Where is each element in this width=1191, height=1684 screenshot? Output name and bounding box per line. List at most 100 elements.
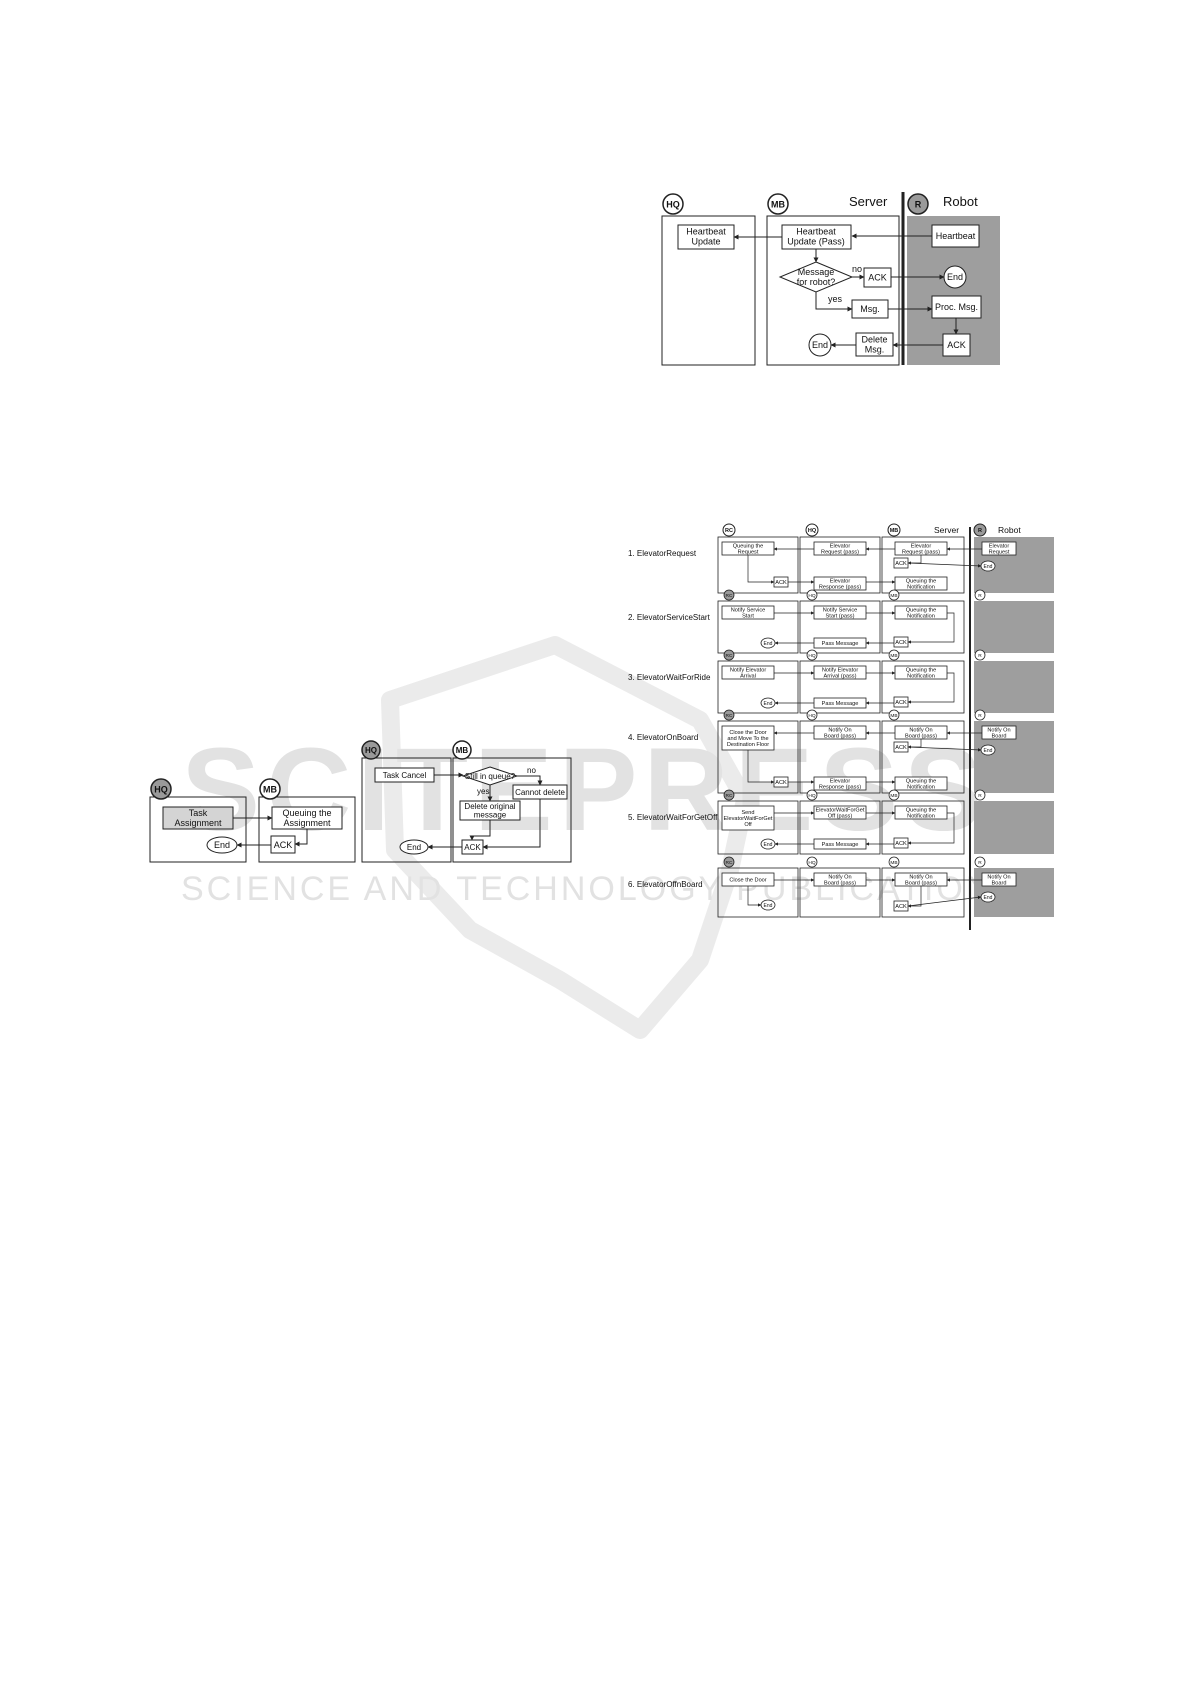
arrow-mb-to-ack: [907, 612, 955, 644]
r-badge: [974, 589, 986, 601]
robot-title: Robot: [943, 194, 978, 209]
mb-badge-label: MB: [263, 785, 277, 795]
mb-end-label: End: [812, 340, 828, 350]
hq-heartbeat-update-l2: Update: [691, 237, 720, 247]
rc-box: [721, 665, 775, 680]
mb-box-1-line-1: Queuing the: [906, 667, 936, 673]
server-title: Server: [934, 525, 959, 535]
robot-box-line-1: Notify On: [987, 727, 1010, 733]
task-assignment-l2: Assignment: [174, 818, 222, 828]
mb-badge: [888, 709, 900, 721]
heartbeat-connectors: [733, 233, 959, 348]
watermark-brand: SCITEPRESS: [181, 724, 989, 856]
mb-box-1-line-2: Request (pass): [902, 550, 940, 556]
decision-label: Still in queue?: [465, 772, 516, 781]
rc-box-line-1: Close the Door: [729, 878, 766, 884]
hq-lane: [361, 757, 452, 863]
hq-box-2-line-2: Response (pass): [819, 785, 861, 791]
hq-lane: [799, 600, 881, 654]
robot-title: Robot: [998, 525, 1021, 535]
task-assignment-diagram: HQ MB Task Assignment Queuing the Assign…: [149, 778, 356, 863]
arrow-mb-to-ack: [907, 812, 955, 845]
mb-heartbeat-update-l2: Update (Pass): [787, 237, 845, 247]
rc-badge-label: RC: [725, 528, 733, 534]
rc-box-line-3: Destination Floor: [727, 742, 769, 748]
hq-box-2-line-1: Pass Message: [822, 701, 859, 707]
mb-badge: [888, 649, 900, 661]
mb-badge-label: MB: [890, 713, 897, 719]
rc-badge: [723, 789, 735, 801]
mb-box-1-line-2: Board (pass): [905, 734, 937, 740]
robot-box-line-1: Notify On: [987, 874, 1010, 880]
mb-box-1-line-2: Notification: [907, 814, 935, 820]
robot-end-label: End: [947, 272, 963, 282]
hq-badge: [806, 856, 818, 868]
mb-badge: [888, 589, 900, 601]
end-label: End: [214, 840, 230, 850]
hq-lane: [661, 215, 756, 366]
rc-badge: [723, 856, 735, 868]
r-badge: [974, 856, 986, 868]
r-badge: [974, 709, 986, 721]
mb-ack-line-1: ACK: [895, 561, 907, 567]
rc-box-line-1: Notify Service: [731, 607, 766, 613]
cannot-delete-label: Cannot delete: [515, 788, 565, 797]
robot-lane-bg: [974, 661, 1054, 713]
mb-badge: [259, 778, 281, 800]
watermark: SCITEPRESS SCIENCE AND TECHNOLOGY PUBLIC…: [181, 636, 1016, 1039]
yes-label: yes: [477, 787, 489, 796]
hq-badge-label: HQ: [808, 793, 815, 799]
arrow-ack-to-robot-end: [907, 746, 982, 752]
mb-msg-label: Msg.: [860, 304, 880, 314]
rc-lane: [717, 720, 799, 794]
rc-badge-label: RC: [726, 593, 733, 599]
server-title: Server: [849, 194, 888, 209]
mb-box-2-line-1: Queuing the: [906, 778, 936, 784]
mb-box-1-line-2: Notification: [907, 614, 935, 620]
rc-badge-label: RC: [726, 653, 733, 659]
rc-lane: [717, 536, 799, 594]
rc-badge: [722, 523, 736, 537]
hq-lane: [799, 536, 881, 594]
mb-box-1-line-1: Elevator: [911, 543, 932, 549]
rc-box-line-3: Off: [744, 822, 752, 828]
assignment-connectors: [233, 815, 308, 848]
mb-badge-label: MB: [771, 200, 785, 210]
arrow-mb-to-ack: [907, 886, 922, 908]
robot-box: [981, 541, 1017, 556]
rc-lane: [717, 867, 799, 918]
mb-badge-label: MB: [890, 528, 899, 534]
mb-box-1-line-1: Queuing the: [906, 607, 936, 613]
mb-lane: [881, 867, 965, 918]
delete-original-l2: message: [474, 811, 507, 820]
r-badge-label: R: [978, 653, 982, 659]
hq-box-1-line-1: ElevatorWaitForGet: [816, 807, 865, 813]
no-label: no: [852, 264, 862, 274]
arrow-rc-to-end: [747, 886, 762, 907]
hq-badge: [806, 789, 818, 801]
rc-end-label: End: [764, 903, 773, 909]
hq-lane: [799, 867, 881, 918]
hq-box-1-line-2: Request (pass): [821, 550, 859, 556]
rc-lane: [717, 800, 799, 855]
rc-box-line-1: Queuing the: [733, 543, 763, 549]
mb-lane: [258, 796, 356, 863]
hq-badge-label: HQ: [154, 785, 168, 795]
hq-box-1-line-2: Board (pass): [824, 881, 856, 887]
robot-end-label: End: [984, 895, 993, 901]
robot-box: [981, 872, 1017, 887]
r-badge-label: R: [978, 528, 982, 534]
mb-badge: [888, 789, 900, 801]
rc-box: [721, 805, 775, 831]
mb-lane: [452, 757, 572, 863]
hq-box-1-line-2: Start (pass): [826, 614, 855, 620]
no-label: no: [527, 766, 536, 775]
robot-ack-label: ACK: [947, 340, 966, 350]
robot-box-line-2: Board: [992, 734, 1007, 740]
